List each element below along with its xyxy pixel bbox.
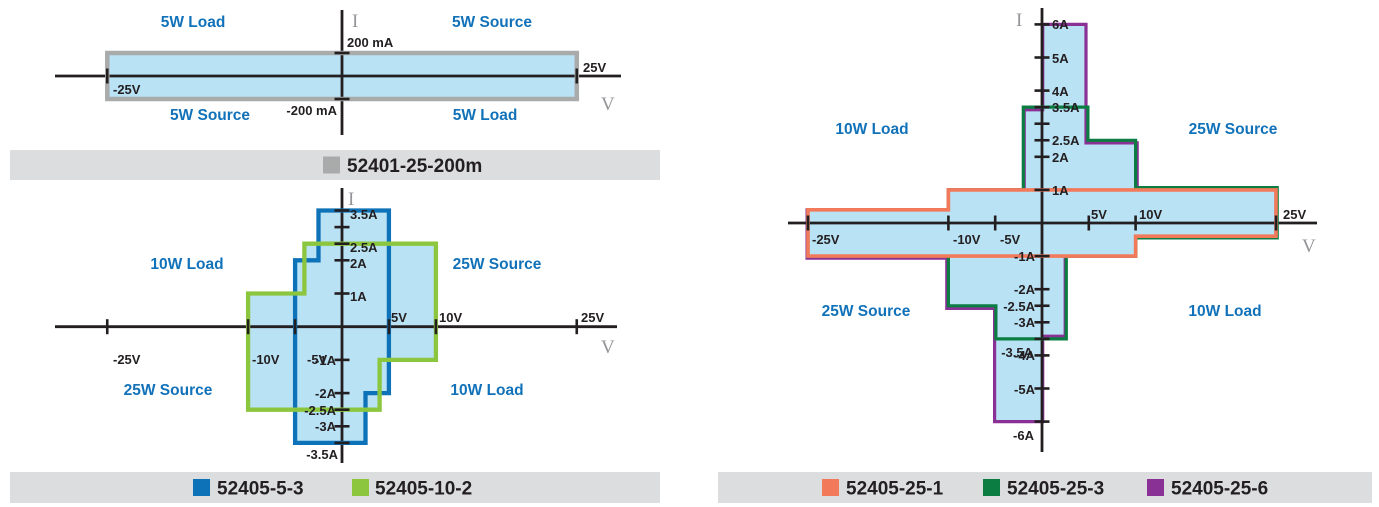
tick-label-10v: 10V xyxy=(1139,207,1162,222)
tick-label-6a: 6A xyxy=(1052,17,1069,32)
legend-label-52405-25-1: 52405-25-1 xyxy=(846,479,944,500)
legend-label-52405-25-6: 52405-25-6 xyxy=(1171,479,1268,500)
quadrant-label-source-topright: 25W Source xyxy=(1189,121,1278,138)
legend-label-52401-25-200m: 52401-25-200m xyxy=(347,156,482,177)
tick-label-neg25v: -25V xyxy=(113,352,141,367)
tick-label-neg5v: -5V xyxy=(1000,232,1021,247)
legend-swatch-52405-25-6 xyxy=(1147,479,1164,496)
tick-label-neg4a: -4A xyxy=(1014,348,1036,363)
legend-swatch-52405-25-1 xyxy=(822,479,839,496)
tick-label-10v: 10V xyxy=(439,310,462,325)
tick-label-25v: 25V xyxy=(583,60,606,75)
tick-label-neg5v: -5V xyxy=(307,352,328,367)
tick-label-5a: 5A xyxy=(1052,51,1069,66)
tick-label-neg10v: -10V xyxy=(953,232,981,247)
tick-label-2p5a: 2.5A xyxy=(1052,133,1080,148)
region-outline-52401-25-200m xyxy=(105,50,580,102)
quadrant-label-load-bottomright: 10W Load xyxy=(450,382,523,399)
quadrant-label-load-topleft: 5W Load xyxy=(161,14,226,31)
tick-label-neg6a: -6A xyxy=(1013,428,1035,443)
quadrant-label-source-topright: 25W Source xyxy=(453,256,542,273)
legend-swatch-52405-5-3 xyxy=(193,479,210,496)
tick-label-neg1a: -1A xyxy=(315,353,337,368)
legend-swatch-52405-10-2 xyxy=(352,479,369,496)
tick-label-2p5a: 2.5A xyxy=(350,240,378,255)
v-axis-letter: V xyxy=(601,94,615,115)
legend-label-52405-5-3: 52405-5-3 xyxy=(217,479,304,500)
quadrant-label-load-topleft: 10W Load xyxy=(150,256,223,273)
tick-label-3p5a: 3.5A xyxy=(1052,100,1080,115)
quadrant-label-load-bottomright: 5W Load xyxy=(453,107,518,124)
region-outline-52405-25-1 xyxy=(806,188,1278,258)
tick-label-neg2a: -2A xyxy=(1014,282,1036,297)
tick-label-neg3p5a: -3.5A xyxy=(1001,345,1033,360)
tick-label-1a: 1A xyxy=(350,289,367,304)
tick-label-neg200ma: -200 mA xyxy=(286,103,337,118)
quadrant-label-load-bottomright: 10W Load xyxy=(1188,303,1261,320)
legend-swatch-52401-25-200m xyxy=(323,156,340,174)
tick-label-neg3a: -3A xyxy=(1014,315,1036,330)
legend-label-52405-10-2: 52405-10-2 xyxy=(375,479,472,500)
quadrant-label-source-bottomleft: 25W Source xyxy=(822,303,911,320)
quadrant-label-load-topleft: 10W Load xyxy=(835,121,908,138)
tick-label-neg3p5a: -3.5A xyxy=(306,447,338,462)
tick-label-neg25v: -25V xyxy=(113,82,141,97)
i-axis-letter: I xyxy=(1016,10,1022,31)
tick-label-neg2p5a: -2.5A xyxy=(1003,299,1035,314)
legend-label-52405-25-3: 52405-25-3 xyxy=(1007,479,1104,500)
tick-label-3p5a: 3.5A xyxy=(350,207,378,222)
quadrant-label-source-topright: 5W Source xyxy=(452,14,532,31)
tick-label-neg25v: -25V xyxy=(812,232,840,247)
region-outline-52405-5-3 xyxy=(292,208,392,446)
tick-label-1a: 1A xyxy=(1052,183,1069,198)
i-axis-letter: I xyxy=(352,11,358,32)
quadrant-label-source-bottomleft: 25W Source xyxy=(124,382,213,399)
tick-label-neg5a: -5A xyxy=(1014,382,1036,397)
v-axis-letter: V xyxy=(1302,236,1316,257)
tick-label-2a: 2A xyxy=(350,256,367,271)
tick-label-200ma: 200 mA xyxy=(347,35,394,50)
tick-label-5v: 5V xyxy=(391,310,407,325)
tick-label-neg3a: -3A xyxy=(315,419,337,434)
tick-label-neg2a: -2A xyxy=(315,386,337,401)
tick-label-25v: 25V xyxy=(1283,207,1306,222)
legend-band xyxy=(10,472,660,503)
tick-label-5v: 5V xyxy=(1091,207,1107,222)
tick-label-2a: 2A xyxy=(1052,150,1069,165)
tick-label-4a: 4A xyxy=(1052,84,1069,99)
tick-label-neg1a: -1A xyxy=(1014,249,1036,264)
legend-swatch-52405-25-3 xyxy=(983,479,1000,496)
tick-label-neg2p5a: -2.5A xyxy=(304,403,336,418)
region-outline-52405-10-2 xyxy=(245,241,439,412)
tick-label-25v: 25V xyxy=(581,310,604,325)
quadrant-label-source-bottomleft: 5W Source xyxy=(170,107,250,124)
v-axis-letter: V xyxy=(601,337,615,358)
tick-label-neg10v: -10V xyxy=(252,352,280,367)
i-axis-letter: I xyxy=(348,189,354,210)
